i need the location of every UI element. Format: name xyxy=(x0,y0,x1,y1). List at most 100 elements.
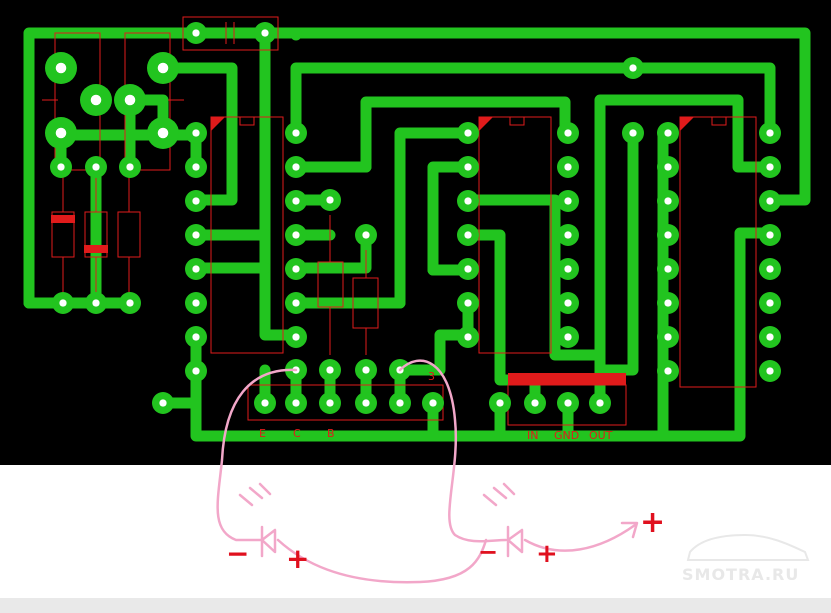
pad-pot-0-hole xyxy=(55,62,67,74)
pad-chip2-right-5-hole xyxy=(564,299,572,307)
pad-chip3-left-1-hole xyxy=(664,163,672,171)
pad-chip1-right-4-hole xyxy=(292,265,300,273)
pad-chip1-right-5-hole xyxy=(292,299,300,307)
pad-chip3-left-3-hole xyxy=(664,231,672,239)
pad-chip3-left-5-hole xyxy=(664,299,672,307)
pad-conn-bottom-5-hole xyxy=(429,399,437,407)
pad-conn-top-2-hole xyxy=(362,366,370,374)
pad-conn-bottom-3-hole xyxy=(362,399,370,407)
pad-pot-3-hole xyxy=(124,94,136,106)
pad-chip2-left-5-hole xyxy=(464,299,472,307)
diode-band-1 xyxy=(51,215,75,223)
pad-bottom-left-1-hole xyxy=(92,299,100,307)
pad-pot-1-hole xyxy=(157,62,169,74)
led1-plus: + xyxy=(286,542,309,575)
pad-pot-2-hole xyxy=(90,94,102,106)
pad-chip3-right-0-hole xyxy=(766,129,774,137)
led2-rays xyxy=(482,482,516,507)
pad-chip3-right-4-hole xyxy=(766,265,774,273)
pad-chip2-left-4-hole xyxy=(464,265,472,273)
pad-chip1-right-3-hole xyxy=(292,231,300,239)
led1-rays xyxy=(238,482,272,507)
pad-pot-lower-1-hole xyxy=(92,163,100,171)
pad-pot-lower-2-hole xyxy=(126,163,134,171)
pad-reg-1-hole xyxy=(531,399,539,407)
led2-symbol xyxy=(506,525,524,558)
pad-chip1-left-4-hole xyxy=(192,299,200,307)
pad-cap-1-hole xyxy=(192,29,200,37)
pad-pot-4-hole xyxy=(55,127,67,139)
pad-chip2-right-3-hole xyxy=(564,231,572,239)
pad-chip3-right-2-hole xyxy=(766,197,774,205)
pad-conn-bottom-0-hole xyxy=(261,399,269,407)
watermark: SMOTRA.RU xyxy=(682,533,810,584)
pad-res-b1-hole xyxy=(362,231,370,239)
pad-chip1-left-0-hole xyxy=(192,163,200,171)
pad-chip3-right-6-hole xyxy=(766,333,774,341)
pad-chip3-right-1-hole xyxy=(766,163,774,171)
pad-chip1-right-6-hole xyxy=(292,333,300,341)
pad-conn-bottom-2-hole xyxy=(326,399,334,407)
pad-chip2-right-6-hole xyxy=(564,333,572,341)
pad-chip2-left-1-hole xyxy=(464,163,472,171)
label-in: IN xyxy=(527,429,538,442)
pad-chip2-right-0-hole xyxy=(564,129,572,137)
pad-cap-2-hole xyxy=(261,29,269,37)
pad-chip2-right-2-hole xyxy=(564,197,572,205)
watermark-text: SMOTRA.RU xyxy=(682,565,799,584)
pad-chip3-left-0-hole xyxy=(664,129,672,137)
wire-led2-in xyxy=(398,359,508,543)
pad-res-a1-hole xyxy=(326,196,334,204)
arrow-head xyxy=(620,521,639,539)
pad-chip3-right-5-hole xyxy=(766,299,774,307)
pad-chip1-right-1-hole xyxy=(292,163,300,171)
wire-led1-in xyxy=(216,368,298,542)
chip3-pin1-marker xyxy=(680,117,694,131)
pad-reg-0-hole xyxy=(496,399,504,407)
pad-bottom-left-0-hole xyxy=(59,299,67,307)
pad-chip2-left-3-hole xyxy=(464,231,472,239)
pad-chip1-left-top-hole xyxy=(192,129,200,137)
arrow-plus: + xyxy=(640,505,665,540)
pad-conn-bottom-4-hole xyxy=(396,399,404,407)
pad-chip1-left-3-hole xyxy=(192,265,200,273)
chip1-pin1-marker xyxy=(211,117,225,131)
hand-drawn-wiring xyxy=(216,359,639,584)
pad-chip1-right-2-hole xyxy=(292,197,300,205)
pad-chip1-left-2-hole xyxy=(192,231,200,239)
pad-chip3-left-6-hole xyxy=(664,333,672,341)
label-gnd: GND xyxy=(554,429,579,442)
silkscreen-fills xyxy=(51,117,694,385)
pad-chip3-left-4-hole xyxy=(664,265,672,273)
regulator-tab xyxy=(508,373,626,385)
label-three: 3 xyxy=(428,370,435,383)
pad-chip2-left-0-hole xyxy=(464,129,472,137)
pad-chip3-right-7-hole xyxy=(766,367,774,375)
pad-chip3-extra-hole xyxy=(629,129,637,137)
solder-pads xyxy=(45,22,781,414)
led1-symbol xyxy=(260,525,277,558)
label-out: OUT xyxy=(589,429,613,442)
pad-chip3-right-3-hole xyxy=(766,231,774,239)
lower-white-area xyxy=(0,465,831,613)
diode-band-2 xyxy=(84,245,108,253)
bottom-strip xyxy=(0,598,831,613)
pad-pot-5-hole xyxy=(157,127,169,139)
pad-bottom-left-2-hole xyxy=(126,299,134,307)
pad-chip1-left-6-hole xyxy=(192,367,200,375)
pad-chip1-right-0-hole xyxy=(292,129,300,137)
pad-chip2-right-1-hole xyxy=(564,163,572,171)
pad-chip2-left-2-hole xyxy=(464,197,472,205)
pad-chip2-left-6-hole xyxy=(464,333,472,341)
car-outline-icon xyxy=(686,533,810,561)
pad-reg-3-hole xyxy=(596,399,604,407)
label-c: C xyxy=(293,427,301,440)
pad-left-single-hole xyxy=(159,399,167,407)
pad-chip3-left-7-hole xyxy=(664,367,672,375)
pad-conn-bottom-1-hole xyxy=(292,399,300,407)
label-e: E xyxy=(259,427,266,440)
pad-pot-lower-0-hole xyxy=(57,163,65,171)
pad-chip1-left-1-hole xyxy=(192,197,200,205)
